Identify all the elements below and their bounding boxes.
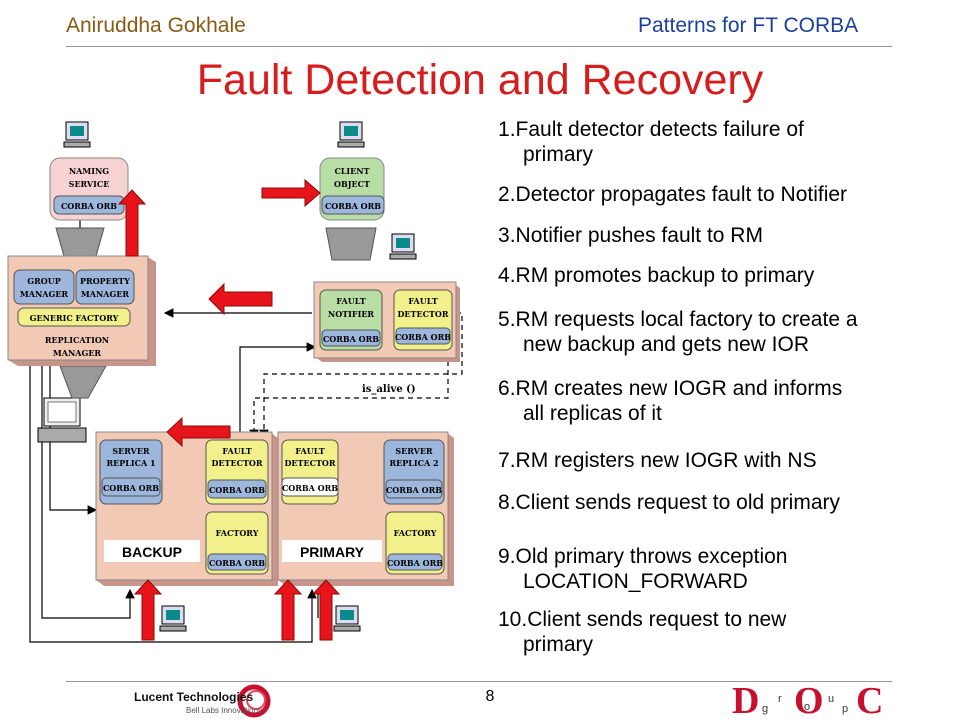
fault-detector-label-top: FAULT bbox=[408, 296, 437, 306]
arrow-up-naming bbox=[117, 189, 147, 257]
lucent-logo-sub: Bell Labs Innovations bbox=[186, 706, 263, 715]
header-course: Patterns for FT CORBA bbox=[638, 14, 859, 37]
svg-text:CORBA ORB: CORBA ORB bbox=[209, 558, 265, 568]
arrow-right-client bbox=[261, 178, 321, 208]
svg-text:REPLICA 2: REPLICA 2 bbox=[389, 458, 438, 468]
svg-text:DETECTOR: DETECTOR bbox=[284, 458, 335, 468]
is-alive-label-top: is_alive () bbox=[362, 384, 416, 395]
svg-text:CORBA ORB: CORBA ORB bbox=[386, 485, 442, 495]
arrow-up-primary-right bbox=[311, 579, 341, 641]
svg-text:CORBA ORB: CORBA ORB bbox=[209, 485, 265, 495]
fault-detector-backup-label: FAULT bbox=[222, 446, 251, 456]
lucent-ring-logo bbox=[237, 684, 271, 718]
slide-title: Fault Detection and Recovery bbox=[196, 56, 764, 104]
client-host-stand bbox=[325, 227, 377, 261]
step-3: 3.Notifier pushes fault to RM bbox=[498, 224, 763, 247]
svg-text:CORBA ORB: CORBA ORB bbox=[395, 332, 451, 342]
arrow-left-notifier bbox=[208, 282, 273, 316]
workstation-icon-notifier bbox=[389, 233, 417, 260]
svg-text:CORBA ORB: CORBA ORB bbox=[282, 483, 338, 493]
step-5: 5.RM requests local factory to create a … bbox=[498, 308, 858, 356]
replication-manager-label: REPLICATION bbox=[45, 335, 109, 345]
server-replica-1-label: SERVER bbox=[112, 446, 150, 456]
replication-manager-host: GROUP MANAGER PROPERTY MANAGER GENERIC F… bbox=[7, 255, 156, 366]
workstation-icon-rm bbox=[37, 397, 87, 443]
workstation-icon-primary bbox=[333, 605, 361, 632]
fault-detector-primary-label: FAULT bbox=[295, 446, 324, 456]
header-author: Aniruddha Gokhale bbox=[66, 14, 246, 37]
svg-text:MANAGER: MANAGER bbox=[20, 289, 69, 299]
svg-text:CORBA ORB: CORBA ORB bbox=[61, 201, 117, 211]
workstation-icon-backup bbox=[159, 605, 187, 632]
step-2: 2.Detector propagates fault to Notifier bbox=[498, 183, 848, 206]
svg-text:REPLICA 1: REPLICA 1 bbox=[106, 458, 155, 468]
workstation-icon-client bbox=[337, 121, 365, 148]
factory-primary-label: FACTORY bbox=[394, 528, 437, 538]
arrow-up-primary-left bbox=[273, 579, 303, 641]
svg-text:DETECTOR: DETECTOR bbox=[397, 309, 448, 319]
svg-text:OBJECT: OBJECT bbox=[334, 179, 370, 189]
naming-service-node: NAMING SERVICE CORBA ORB bbox=[49, 157, 129, 221]
group-manager-label: GROUP bbox=[27, 276, 60, 286]
step-4: 4.RM promotes backup to primary bbox=[498, 264, 815, 287]
generic-factory-label: GENERIC FACTORY bbox=[30, 313, 119, 323]
primary-host: FAULT DETECTOR CORBA ORB SERVER REPLICA … bbox=[277, 431, 454, 586]
naming-host-stand bbox=[55, 227, 105, 257]
fault-notifier-label: FAULT bbox=[336, 296, 365, 306]
svg-text:MANAGER: MANAGER bbox=[81, 289, 130, 299]
backup-label: BACKUP bbox=[122, 544, 182, 560]
svg-text:CORBA ORB: CORBA ORB bbox=[103, 483, 159, 493]
client-object-node: CLIENT OBJECT CORBA ORB bbox=[319, 157, 385, 221]
svg-text:NAMING: NAMING bbox=[69, 166, 109, 176]
doc-group-logo: D O C g r o u p bbox=[732, 680, 884, 722]
arrow-up-backup bbox=[133, 579, 163, 641]
step-8: 8.Client sends request to old primary bbox=[498, 491, 841, 514]
step-1: 1.Fault detector detects failure of prim… bbox=[498, 118, 804, 166]
fault-notifier-host: FAULT NOTIFIER CORBA ORB FAULT DETECTOR … bbox=[313, 281, 460, 362]
svg-text:SERVICE: SERVICE bbox=[69, 179, 110, 189]
svg-text:DETECTOR: DETECTOR bbox=[211, 458, 262, 468]
factory-backup-label: FACTORY bbox=[216, 528, 259, 538]
lucent-logo-text: Lucent Technologies bbox=[134, 690, 254, 704]
arrow-left-backup bbox=[166, 416, 231, 448]
header-rule bbox=[66, 46, 892, 47]
step-6: 6.RM creates new IOGR and informs all re… bbox=[498, 377, 843, 425]
primary-label: PRIMARY bbox=[300, 544, 365, 560]
svg-text:CLIENT: CLIENT bbox=[334, 166, 369, 176]
svg-text:CORBA ORB: CORBA ORB bbox=[323, 334, 379, 344]
svg-text:CORBA ORB: CORBA ORB bbox=[387, 558, 443, 568]
page-number: 8 bbox=[485, 688, 495, 705]
red-step-arrows bbox=[117, 178, 341, 641]
backup-host: SERVER REPLICA 1 CORBA ORB FAULT DETECTO… bbox=[95, 431, 278, 586]
step-10: 10.Client sends request to new primary bbox=[498, 608, 787, 656]
svg-text:MANAGER: MANAGER bbox=[53, 348, 102, 358]
step-7: 7.RM registers new IOGR with NS bbox=[498, 449, 817, 472]
step-9: 9.Old primary throws exception LOCATION_… bbox=[498, 545, 788, 593]
svg-text:NOTIFIER: NOTIFIER bbox=[328, 309, 374, 319]
workstation-icon-naming bbox=[63, 121, 91, 148]
rm-host-stand bbox=[59, 365, 107, 399]
server-replica-2-label: SERVER bbox=[395, 446, 433, 456]
property-manager-label: PROPERTY bbox=[80, 276, 130, 286]
svg-text:CORBA ORB: CORBA ORB bbox=[325, 201, 381, 211]
footer-rule bbox=[66, 681, 892, 682]
